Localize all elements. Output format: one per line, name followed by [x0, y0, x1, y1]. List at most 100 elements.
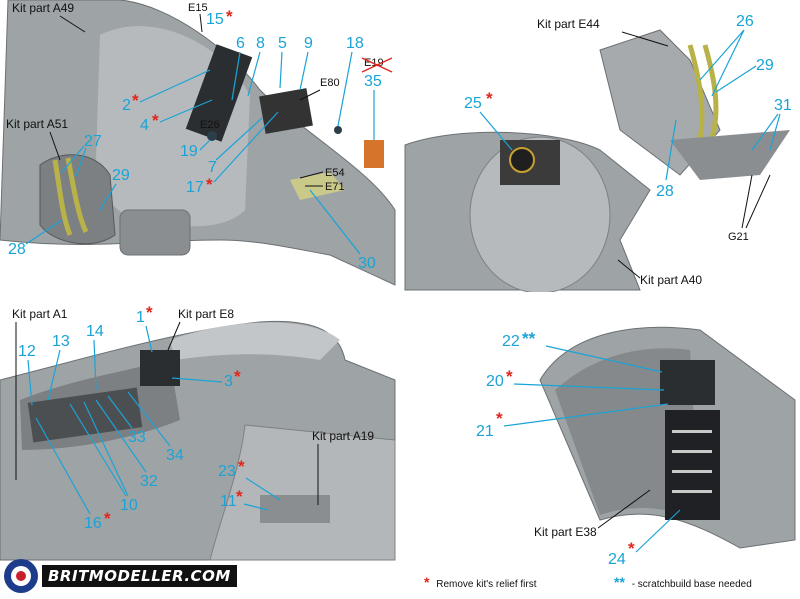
star-2: *	[132, 91, 139, 110]
door-a19	[209, 424, 396, 561]
leader-25	[479, 111, 513, 151]
floor-e44	[670, 130, 790, 180]
star-1: *	[146, 303, 153, 322]
star-20: *	[506, 367, 513, 386]
kit-label-a40: Kit part A40	[640, 273, 702, 287]
gauge-25	[509, 147, 535, 173]
callout-27: 27	[84, 133, 102, 150]
callout-35: 35	[364, 73, 382, 90]
callout-34: 34	[166, 447, 184, 464]
raf-roundel-icon	[4, 559, 38, 593]
star-25: *	[486, 89, 493, 108]
e19-strike-2	[361, 57, 393, 73]
seat-belts-27	[52, 157, 89, 236]
callout-31: 31	[774, 97, 792, 114]
callout-23: 23	[218, 463, 236, 480]
instrument-panel-strip	[185, 44, 253, 142]
leader-a40	[617, 259, 641, 279]
kit-label-a49: Kit part A49	[12, 1, 74, 15]
callout-15: 15	[206, 11, 224, 28]
callout-13: 13	[52, 333, 70, 350]
leader-16	[35, 417, 91, 515]
callout-7: 7	[208, 159, 217, 176]
leader-29	[99, 183, 117, 211]
callout-3: 3	[224, 373, 233, 390]
leader-20	[513, 383, 665, 391]
legend-red-text: Remove kit's relief first	[436, 579, 537, 590]
knob-e26	[207, 131, 217, 141]
callout-24: 24	[608, 551, 626, 568]
knob-18	[334, 126, 342, 134]
callout-32: 32	[140, 473, 158, 490]
blue-star-icon: **	[614, 574, 625, 590]
leader-33	[107, 395, 133, 429]
leader-27	[61, 145, 87, 177]
code-e71: E71	[325, 181, 345, 193]
leader-5	[279, 51, 283, 89]
leader-28-tr	[665, 119, 677, 181]
callout-17: 17	[186, 179, 204, 196]
leader-30	[309, 189, 361, 255]
callout-4: 4	[140, 117, 149, 134]
kit-label-e8: Kit part E8	[178, 307, 234, 321]
leader-13	[47, 349, 61, 401]
leader-e54	[299, 171, 324, 179]
callout-26: 26	[736, 13, 754, 30]
instrument-cluster-e8	[140, 350, 180, 386]
floor-hatch	[119, 209, 191, 256]
leader-29-tr	[715, 65, 757, 93]
leader-22	[545, 345, 663, 373]
callout-8: 8	[256, 35, 265, 52]
leader-8	[247, 51, 261, 97]
star-17: *	[206, 175, 213, 194]
panel-top-right: Kit part E44 Kit part A40 G21 26 29 25 *…	[404, 13, 792, 294]
leader-32	[95, 399, 147, 473]
leader-24	[635, 509, 681, 553]
leader-e44	[621, 31, 669, 47]
leader-3	[171, 377, 223, 383]
leader-14	[93, 339, 97, 391]
callout-25: 25	[464, 95, 482, 112]
callout-10: 10	[120, 497, 138, 514]
callout-2: 2	[122, 97, 131, 114]
canopy-top	[170, 322, 340, 360]
callout-30: 30	[358, 255, 376, 272]
code-e26: E26	[200, 119, 220, 131]
placard-e19	[364, 140, 384, 168]
callout-28: 28	[8, 241, 26, 258]
callout-16: 16	[84, 515, 102, 532]
leader-e80	[299, 89, 321, 101]
leader-23	[245, 477, 281, 501]
callout-12: 12	[18, 343, 36, 360]
britmodeller-logo: BRITMODELLER.COM	[4, 556, 237, 596]
callout-33: 33	[128, 429, 146, 446]
kit-label-a51: Kit part A51	[6, 117, 68, 131]
lower-panel-e38	[665, 410, 720, 520]
logo-text: BRITMODELLER.COM	[42, 565, 237, 587]
leader-a51	[49, 131, 61, 161]
leader-10	[69, 401, 129, 497]
leader-e15	[199, 13, 203, 33]
leader-e8	[167, 321, 181, 351]
red-star-icon: *	[424, 574, 430, 590]
leader-1	[145, 325, 153, 353]
leader-2	[139, 69, 211, 103]
panel-bottom-right: Kit part E38 22 ** 20 * 21 * 24 *	[476, 326, 796, 568]
side-panel-e80	[259, 88, 313, 134]
seat-belts-26	[687, 44, 719, 141]
kit-label-a1: Kit part A1	[12, 307, 68, 321]
callout-18: 18	[346, 35, 364, 52]
leader-31	[751, 113, 781, 151]
callout-21: 21	[476, 423, 494, 440]
code-e15: E15	[188, 2, 208, 14]
leader-11	[243, 503, 269, 511]
vertical-divider	[397, 0, 403, 560]
panel-11-23	[260, 495, 330, 523]
callout-5: 5	[278, 35, 287, 52]
callout-20: 20	[486, 373, 504, 390]
star-3: *	[234, 367, 241, 386]
leader-12	[27, 359, 33, 406]
callout-11: 11	[220, 493, 237, 510]
star-11: *	[236, 487, 243, 506]
